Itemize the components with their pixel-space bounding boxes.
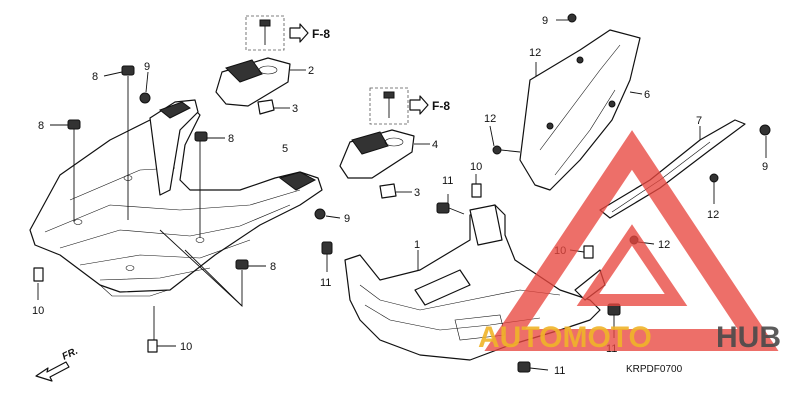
callout-1: 1 — [414, 239, 420, 251]
ref-label-f8-lower: F-8 — [432, 99, 450, 113]
nut-3-icon — [257, 99, 397, 199]
callout-12-a: 12 — [529, 47, 541, 59]
front-label: FR. — [60, 346, 79, 363]
callout-9-c: 9 — [542, 15, 548, 27]
callout-4: 4 — [432, 139, 438, 151]
part-2-bracket — [215, 57, 291, 107]
callout-3-lower: 3 — [414, 187, 420, 199]
callout-8-a: 8 — [92, 71, 98, 83]
bolt-11-icon — [321, 202, 621, 373]
front-arrow-icon — [35, 361, 70, 382]
reference-box-upper — [245, 15, 309, 51]
callout-11-b: 11 — [442, 175, 453, 187]
callout-5: 5 — [282, 143, 288, 155]
callout-11-a: 11 — [320, 277, 331, 289]
part-6-side-cover — [519, 13, 641, 191]
callout-10-c: 10 — [470, 161, 482, 173]
callout-6: 6 — [644, 89, 650, 101]
callout-12-b: 12 — [484, 113, 496, 125]
bolt-8-icon — [67, 65, 249, 270]
reference-box-lower — [369, 87, 429, 125]
callout-9-d: 9 — [762, 161, 768, 173]
watermark-brand-a: AUTOMOTO — [478, 321, 652, 354]
part-4-bracket — [339, 129, 415, 179]
watermark-brand-b: HUB — [716, 321, 781, 354]
callout-10-a: 10 — [32, 305, 44, 317]
part-5-floor-panel — [29, 99, 323, 297]
screw-9-icon — [139, 92, 326, 220]
diagram-code: KRPDF0700 — [626, 364, 683, 375]
callout-3-upper: 3 — [292, 103, 298, 115]
callout-2: 2 — [308, 65, 314, 77]
watermark-logo — [484, 130, 779, 351]
callout-12-c: 12 — [707, 209, 719, 221]
callout-7: 7 — [696, 115, 702, 127]
callout-8-c: 8 — [228, 133, 234, 145]
callout-11-d: 11 — [554, 365, 565, 377]
callout-12-d: 12 — [658, 239, 670, 251]
callout-10-b: 10 — [180, 341, 192, 353]
callout-8-b: 8 — [38, 120, 44, 132]
callout-9-b: 9 — [344, 213, 350, 225]
callout-8-d: 8 — [270, 261, 276, 273]
ref-label-f8-upper: F-8 — [312, 27, 330, 41]
part-1-under-cover — [344, 204, 606, 361]
callout-9-a: 9 — [144, 61, 150, 73]
